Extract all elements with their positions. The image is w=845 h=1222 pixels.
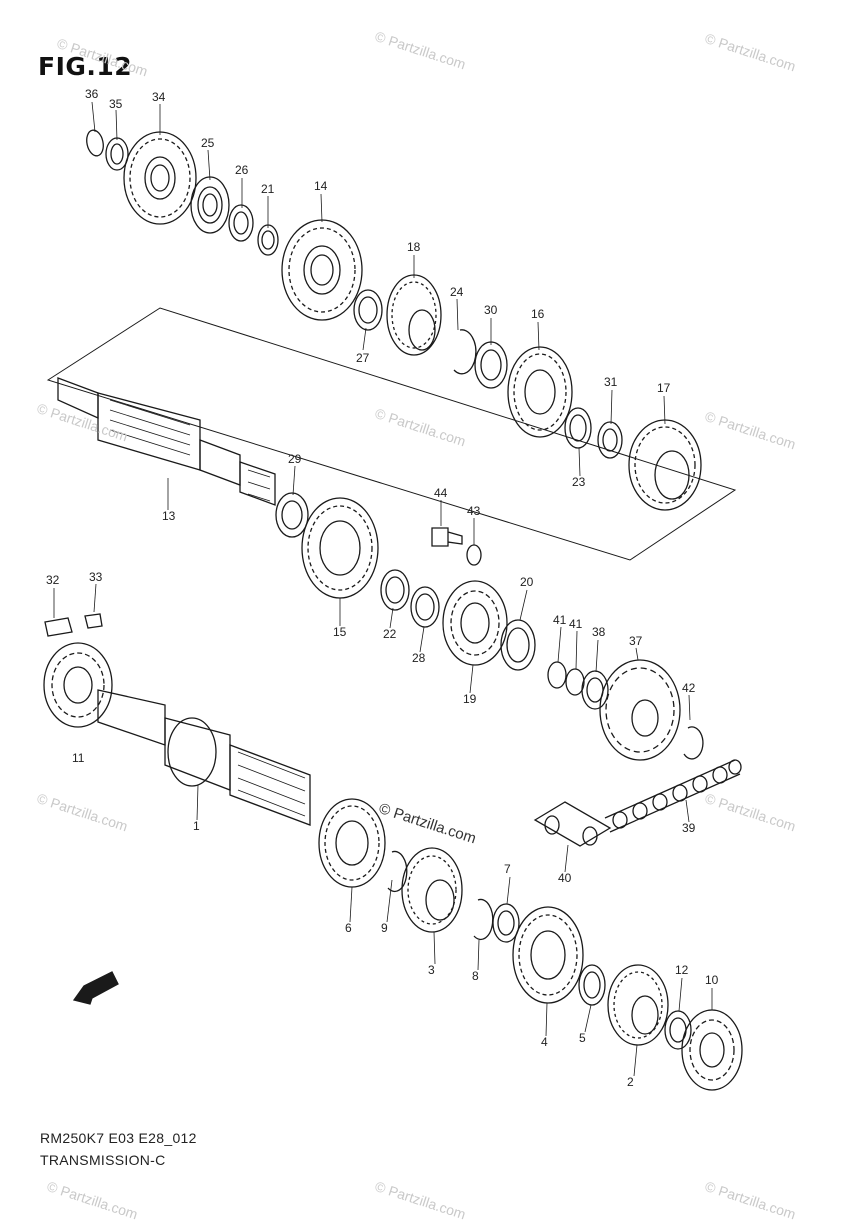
- part-31-washer: [597, 421, 623, 459]
- part-17-gear: [628, 419, 702, 511]
- callout-5: 5: [579, 1031, 586, 1045]
- callout-42: 42: [682, 681, 696, 695]
- callout-23: 23: [572, 475, 586, 489]
- part-22-bushing: [380, 569, 410, 611]
- part-33-screw: [84, 613, 103, 629]
- callout-34: 34: [152, 90, 166, 104]
- callout-32: 32: [46, 573, 60, 587]
- part-8-circlip: [473, 898, 494, 941]
- part-26-bushing: [228, 204, 254, 242]
- callout-7: 7: [504, 862, 511, 876]
- callout-36: 36: [85, 87, 99, 101]
- callout-35: 35: [109, 97, 123, 111]
- callout-24: 24: [450, 285, 464, 299]
- callout-27: 27: [356, 351, 370, 365]
- part-24-circlip: [453, 329, 477, 375]
- part-14-gear: [281, 219, 363, 321]
- assembly-outline: [46, 307, 737, 561]
- part-37-sprocket: [599, 659, 681, 761]
- part-39-drive-chain: [604, 759, 742, 833]
- part-7-washer: [492, 903, 520, 943]
- callout-18: 18: [407, 240, 421, 254]
- callout-33: 33: [89, 570, 103, 584]
- part-12-washer: [664, 1010, 692, 1050]
- callout-2: 2: [627, 1075, 634, 1089]
- callout-29: 29: [288, 452, 302, 466]
- part-13-countershaft: [57, 377, 276, 506]
- part-44-bolt: [431, 527, 463, 547]
- callout-30: 30: [484, 303, 498, 317]
- part-2-gear: [607, 964, 669, 1046]
- callout-17: 17: [657, 381, 671, 395]
- part-29-washer: [275, 492, 309, 538]
- callout-19: 19: [463, 692, 477, 706]
- part-30-washer: [474, 341, 508, 389]
- leader-lines: [53, 101, 713, 1077]
- callout-6: 6: [345, 921, 352, 935]
- callout-13: 13: [162, 509, 176, 523]
- callout-37: 37: [629, 634, 643, 648]
- callout-14: 14: [314, 179, 328, 193]
- part-5-bushing: [578, 964, 606, 1006]
- callout-44: 44: [434, 486, 448, 500]
- callout-4: 4: [541, 1035, 548, 1049]
- part-3-gear: [401, 847, 463, 933]
- callout-25: 25: [201, 136, 215, 150]
- fwd-arrow-icon: [72, 971, 119, 1005]
- part-38-spacer: [581, 670, 609, 710]
- part-40-chain-joint: [533, 801, 612, 847]
- callout-1: 1: [193, 819, 200, 833]
- callout-41: 41: [569, 617, 583, 631]
- callout-26: 26: [235, 163, 249, 177]
- part-42-circlip: [683, 726, 704, 760]
- model-code: RM250K7 E03 E28_012: [40, 1130, 197, 1146]
- callout-8: 8: [472, 969, 479, 983]
- part-43-washer: [466, 544, 482, 566]
- callout-39: 39: [682, 821, 696, 835]
- part-27-washer: [353, 289, 383, 331]
- part-10-bearing: [681, 1009, 743, 1091]
- figure-title: FIG.12: [38, 52, 133, 81]
- callout-20: 20: [520, 575, 534, 589]
- part-21-washer: [257, 224, 279, 256]
- part-23-bushing: [564, 407, 592, 449]
- part-19-bearing: [442, 580, 508, 666]
- callout-31: 31: [604, 375, 618, 389]
- part-36-circlip: [86, 129, 104, 157]
- callout-21: 21: [261, 182, 275, 196]
- callout-22: 22: [383, 627, 397, 641]
- callout-38: 38: [592, 625, 606, 639]
- part-4-gear: [512, 906, 584, 1004]
- part-34-gear: [123, 131, 197, 225]
- part-11-bearing: [43, 642, 113, 728]
- part-41-o-ring-2: [565, 668, 585, 696]
- part-9-circlip: [387, 850, 408, 893]
- part-15-gear: [301, 497, 379, 599]
- part-28-washer: [410, 586, 440, 628]
- part-25-bearing: [190, 176, 230, 234]
- part-1-mainshaft: [97, 689, 311, 826]
- part-20-oil-seal: [500, 619, 536, 671]
- part-41-o-ring: [547, 661, 567, 689]
- part-6-gear: [318, 798, 386, 888]
- callout-15: 15: [333, 625, 347, 639]
- part-32-plate: [44, 617, 73, 637]
- callout-43: 43: [467, 504, 481, 518]
- part-18-gear: [386, 274, 442, 356]
- callout-11: 11: [72, 751, 85, 765]
- callout-40: 40: [558, 871, 572, 885]
- callout-12: 12: [675, 963, 689, 977]
- section-title: TRANSMISSION-C: [40, 1152, 166, 1168]
- callout-16: 16: [531, 307, 545, 321]
- callout-10: 10: [705, 973, 719, 987]
- callout-28: 28: [412, 651, 426, 665]
- callout-9: 9: [381, 921, 388, 935]
- part-16-gear: [507, 346, 573, 438]
- callout-41: 41: [553, 613, 567, 627]
- callout-3: 3: [428, 963, 435, 977]
